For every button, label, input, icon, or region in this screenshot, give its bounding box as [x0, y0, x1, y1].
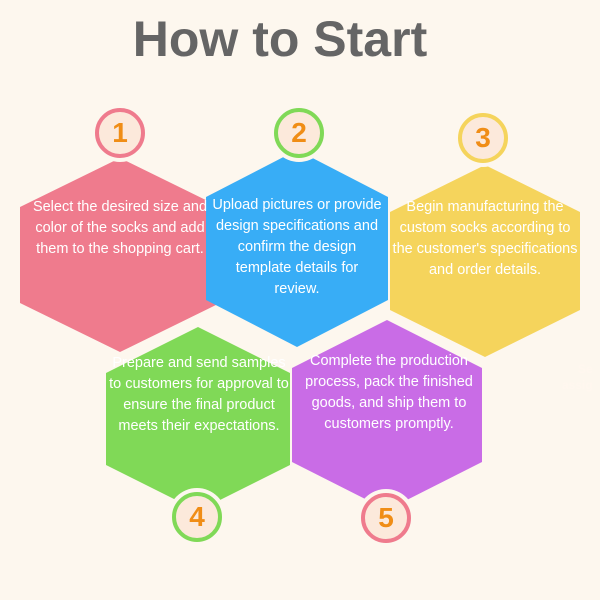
step-2-text: Upload pictures or provide design specif…	[212, 197, 382, 297]
step-3-text: Begin manufacturing the custom socks acc…	[392, 199, 578, 278]
page-title: How to Start	[132, 11, 428, 67]
step-1-number-badge: 1	[95, 108, 145, 158]
step-3-number-badge: 3	[458, 113, 508, 163]
step-4-number-badge: 4	[172, 492, 222, 542]
faint-text-1: Se	[578, 362, 593, 376]
hexagon-step-4	[106, 327, 290, 511]
step-5-text: Complete the production process, pack th…	[305, 353, 473, 432]
step-4-text: Prepare and send samples to customers fo…	[109, 355, 289, 434]
step-1-text: Select the desired size and color of the…	[32, 199, 208, 257]
step-5-number-badge: 5	[361, 493, 411, 543]
step-2-number-badge: 2	[274, 108, 324, 158]
hexagon-step-3	[390, 165, 580, 357]
faint-text-2: assig	[562, 378, 593, 392]
hexagon-step-5	[292, 320, 482, 510]
hexagon-step-2	[206, 150, 388, 347]
hexagon-step-1	[20, 158, 220, 352]
